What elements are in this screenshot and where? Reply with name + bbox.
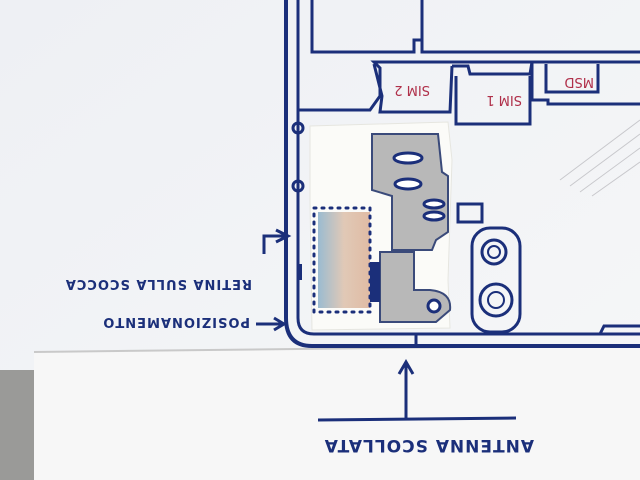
antenna-hole-1: [392, 151, 424, 165]
antenna-hole-3: [422, 198, 446, 210]
screw-marker-bottom: [291, 179, 305, 193]
antenna-screw-hole: [426, 298, 442, 314]
bottom-notch: [598, 324, 640, 335]
msd-slot-inner: [544, 64, 600, 94]
antenna-arrow-head: [397, 359, 415, 375]
screw-marker-top: [291, 121, 305, 135]
camera-lens-small-inner: [487, 245, 501, 259]
retina-arrow-head: [275, 228, 292, 244]
antenna-label: ANTENNA SCOLLATA: [324, 435, 534, 455]
retina-label: RETINA SULLA SCOCCA: [65, 276, 252, 291]
sim1-slot: [454, 76, 532, 126]
posizionamento-arrow-head: [273, 316, 287, 332]
antenna-hole-4: [422, 210, 446, 222]
sim2-slot: [372, 63, 454, 114]
camera-lens-small: [480, 238, 508, 266]
board-top-line: [420, 40, 640, 54]
pencil-hatching: [559, 119, 640, 197]
camera-lens-large-inner: [487, 291, 505, 309]
retina-arrow: [262, 234, 286, 254]
lower-paper-sheet: [34, 345, 640, 480]
connector-pad: [456, 202, 484, 224]
antenna-clip: [370, 262, 380, 302]
antenna-hole-2: [393, 177, 423, 191]
camera-module: [470, 226, 522, 334]
msd-label: MSD: [565, 74, 594, 89]
msd-slot: [530, 62, 640, 106]
retina-stain: [318, 212, 370, 308]
antenna-underline: [317, 416, 517, 422]
phone-outline-outer: [284, 0, 640, 348]
phone-outline-inner: [296, 0, 640, 336]
sim1-label: SIM 1: [486, 92, 522, 107]
sim2-label: SIM 2: [394, 82, 430, 97]
camera-lens-large: [478, 282, 514, 318]
background-floor: [0, 370, 34, 480]
posizionamento-label: POSIZIONAMENTO: [102, 314, 250, 329]
board-top-left: [310, 0, 424, 54]
